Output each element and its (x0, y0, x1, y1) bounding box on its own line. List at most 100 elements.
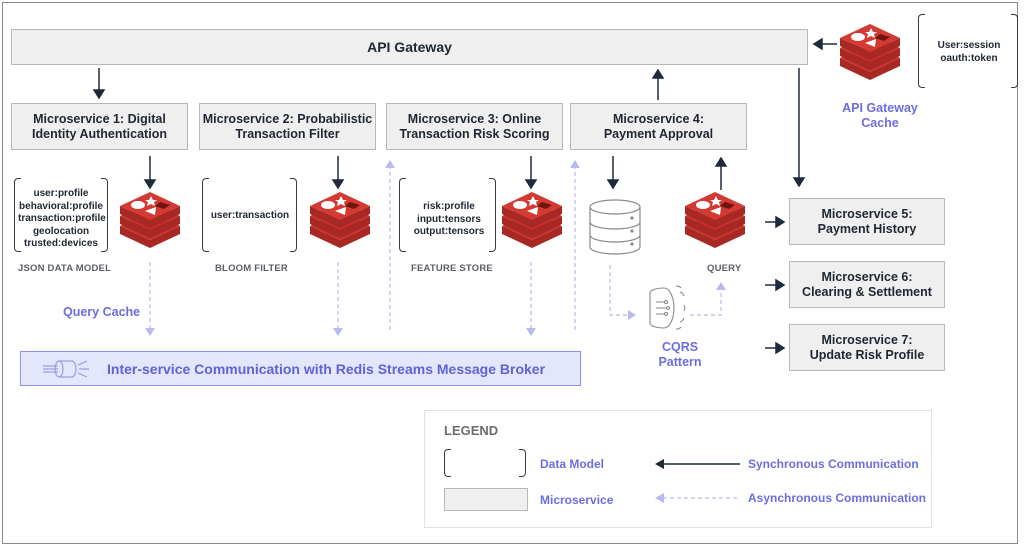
legend-sync-arrow (655, 459, 740, 469)
arrow-ms4-to-database (606, 156, 620, 190)
async-arrowhead (628, 310, 636, 320)
arrow-ms2-to-redis (331, 156, 345, 190)
ms6-line1: Microservice 6: (821, 269, 913, 284)
async-line-db-cqrs (609, 265, 628, 316)
arrow-query-to-ms4 (714, 156, 728, 190)
stream-broker-icon (43, 359, 89, 378)
gateway-cache-keys: User:session oauth:token (926, 40, 1012, 65)
legend-bracket-right (519, 449, 526, 477)
cqrs-icon (649, 285, 686, 330)
async-arrowhead (716, 282, 726, 290)
dm2-key: user:transaction (210, 210, 290, 221)
dm1-key: geolocation (32, 225, 90, 237)
arrow-to-ms6 (765, 278, 786, 292)
arrow-ms4-to-gateway (651, 68, 665, 100)
api-gateway-title: API Gateway (367, 38, 452, 55)
legend-sync-label: Synchronous Communication (748, 457, 919, 471)
gateway-cache-key: User:session (937, 40, 1001, 51)
cqrs-label-line1: CQRS (661, 340, 699, 354)
gateway-cache-bracket-left (918, 14, 925, 88)
arrow-to-ms7 (765, 341, 786, 355)
arrow-cache-to-gateway (812, 37, 837, 51)
redis-logo-ms1 (120, 192, 180, 248)
ms5-line2: Payment History (817, 221, 917, 236)
legend-title: LEGEND (444, 423, 499, 438)
gateway-cache-bracket-right (1011, 14, 1018, 88)
query-cache-label: Query Cache (63, 305, 141, 319)
gateway-cache-key: oauth:token (940, 52, 998, 64)
data-model-1-keys: user:profile behavioral:profile transact… (18, 188, 106, 251)
redis-logo-ms2 (310, 192, 370, 248)
data-model-1-caption: JSON DATA MODEL (18, 263, 112, 274)
dm1-key: transaction:profile (18, 213, 106, 224)
data-model-3-keys: risk:profile input:tensors output:tensor… (406, 201, 492, 239)
ms1-line2: Identity Authentication (32, 126, 167, 141)
cqrs-label-line2: Pattern (658, 355, 702, 369)
database-icon (589, 199, 641, 255)
message-broker-bar: Inter-service Communication with Redis S… (20, 351, 581, 386)
legend-async-arrow (655, 493, 740, 503)
query-caption: QUERY (707, 263, 742, 274)
ms2-line2: Transaction Filter (235, 126, 340, 141)
ms4-line2: Payment Approval (603, 126, 714, 141)
dm3-key: risk:profile (423, 201, 475, 212)
legend-bracket-left (444, 449, 451, 477)
arrow-gateway-to-ms5 (792, 68, 806, 188)
data-model-3-caption: FEATURE STORE (411, 263, 493, 274)
gateway-cache-label-line2: Cache (861, 116, 899, 130)
legend-microservice: Microservice (540, 493, 614, 507)
cqrs-label: CQRS Pattern (640, 340, 720, 370)
microservice-4-box: Microservice 4:Payment Approval (570, 103, 747, 150)
ms7-line1: Microservice 7: (821, 332, 913, 347)
microservice-7-box: Microservice 7:Update Risk Profile (789, 324, 945, 371)
legend-data-model: Data Model (540, 457, 605, 471)
async-arrowhead (526, 328, 536, 336)
data-model-3-bracket-left (399, 178, 406, 252)
legend-async-label: Asynchronous Communication (748, 491, 927, 505)
data-model-2-caption: BLOOM FILTER (215, 263, 288, 274)
ms3-line1: Microservice 3: Online (407, 111, 542, 126)
ms6-line2: Clearing & Settlement (802, 284, 932, 299)
legend: LEGEND Data Model Microservice Synchrono… (424, 410, 932, 528)
legend-microservice-swatch (444, 488, 528, 511)
microservice-5-box: Microservice 5:Payment History (789, 198, 945, 245)
dm3-key: output:tensors (413, 226, 485, 237)
ms5-line1: Microservice 5: (821, 206, 913, 221)
async-arrowhead (570, 160, 580, 168)
async-arrowhead (333, 328, 343, 336)
dm1-key: behavioral:profile (19, 200, 103, 212)
redis-logo-query (685, 192, 745, 248)
data-model-1-bracket-left (14, 178, 21, 252)
arrow-to-ms5 (765, 215, 786, 229)
async-arrowhead (385, 160, 395, 168)
redis-logo-ms3 (502, 192, 562, 248)
data-model-2-keys: user:transaction (208, 210, 292, 223)
microservice-6-box: Microservice 6:Clearing & Settlement (789, 261, 945, 308)
data-model-1-bracket-right (101, 178, 108, 252)
ms7-line2: Update Risk Profile (809, 347, 925, 362)
data-model-3-bracket-right (489, 178, 496, 252)
dm1-key: user:profile (33, 188, 89, 199)
data-model-2-bracket-left (202, 178, 209, 252)
dm1-key: trusted:devices (24, 238, 98, 249)
ms3-line2: Transaction Risk Scoring (399, 126, 550, 141)
api-gateway-box: API Gateway (11, 29, 808, 65)
dm3-key: input:tensors (417, 213, 481, 225)
message-broker-label: Inter-service Communication with Redis S… (107, 360, 546, 377)
data-model-2-bracket-right (290, 178, 297, 252)
ms4-line1: Microservice 4: (612, 111, 704, 126)
redis-logo-gateway-cache (840, 24, 900, 80)
async-line-cqrs-query (690, 290, 722, 316)
ms2-line1: Microservice 2: Probabilistic (202, 111, 373, 126)
gateway-cache-label-line1: API Gateway (842, 101, 918, 115)
arrow-ms1-to-redis (143, 156, 157, 190)
gateway-cache-label: API Gateway Cache (830, 101, 930, 131)
ms1-line1: Microservice 1: Digital (33, 111, 166, 126)
arrow-gateway-to-ms1 (92, 68, 106, 100)
async-arrowhead (145, 328, 155, 336)
